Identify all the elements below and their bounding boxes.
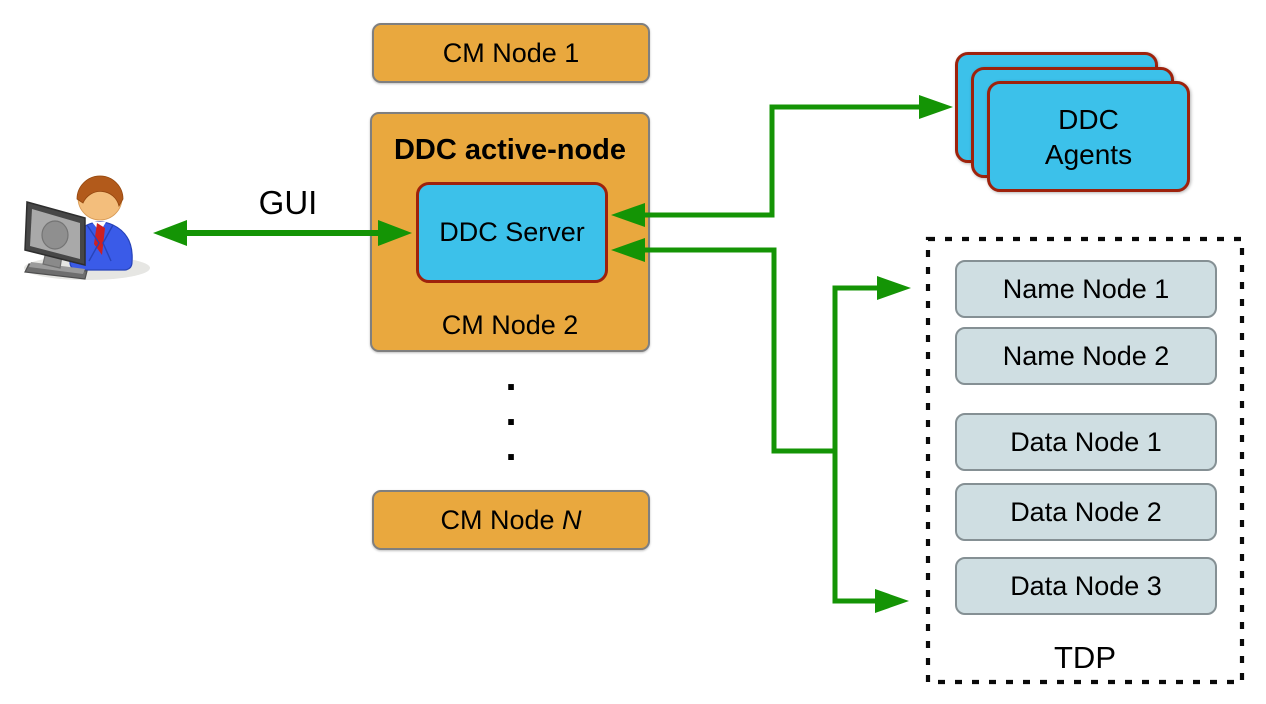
ddc-server-box: DDC Server <box>416 182 608 283</box>
cm-node-n-label: CM Node N <box>440 504 582 535</box>
ddc-agents-label-line2: Agents <box>1044 138 1133 170</box>
monitor-icon <box>24 201 88 280</box>
data-node-3-label: Data Node 3 <box>1010 570 1162 601</box>
name-node-1-label: Name Node 1 <box>1002 273 1170 304</box>
ddc-active-node-title: DDC active-node <box>393 134 627 166</box>
ddc-agents-label-line1: DDC <box>1058 103 1119 135</box>
ellipsis-dot: . <box>505 390 517 434</box>
data-node-2-box: Data Node 2 <box>955 483 1217 541</box>
cm-node-n-variable: N <box>562 504 582 535</box>
cm-node-1-label: CM Node 1 <box>442 37 580 68</box>
tdp-label: TDP <box>1054 640 1116 675</box>
ellipsis-dot: . <box>505 425 517 469</box>
cm-node-n-box: CM Node N <box>372 490 650 550</box>
data-node-3-box: Data Node 3 <box>955 557 1217 615</box>
ddc-agents-box: DDC Agents <box>987 81 1190 192</box>
data-node-1-box: Data Node 1 <box>955 413 1217 471</box>
cm-node-2-label: CM Node 2 <box>441 310 579 340</box>
name-node-2-box: Name Node 2 <box>955 327 1217 385</box>
data-node-1-label: Data Node 1 <box>1010 426 1162 457</box>
gui-label: GUI <box>258 184 318 221</box>
user-computer-icon <box>24 175 150 280</box>
server-agents-arrow <box>611 95 953 227</box>
ellipsis-dot: . <box>505 355 517 399</box>
data-node-2-label: Data Node 2 <box>1010 496 1162 527</box>
name-node-1-box: Name Node 1 <box>955 260 1217 318</box>
cm-node-1-box: CM Node 1 <box>372 23 650 83</box>
name-node-2-label: Name Node 2 <box>1002 340 1170 371</box>
ddc-server-label: DDC Server <box>439 217 585 247</box>
server-tdp-arrow <box>611 238 911 613</box>
